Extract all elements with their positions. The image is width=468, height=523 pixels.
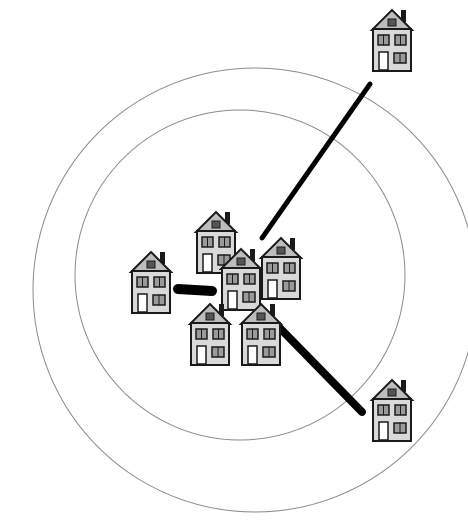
house-bottom-right: [372, 380, 412, 441]
link-center-to-top-right: [262, 84, 370, 238]
house-center-right: [261, 238, 301, 299]
house-top-right: [372, 10, 412, 71]
link-center-to-bottom-right: [270, 318, 362, 412]
house-center-bottom-left: [190, 304, 230, 365]
house-center-left: [131, 252, 171, 313]
house-center-bottom-right: [241, 304, 281, 365]
link-center-to-left: [178, 289, 212, 291]
